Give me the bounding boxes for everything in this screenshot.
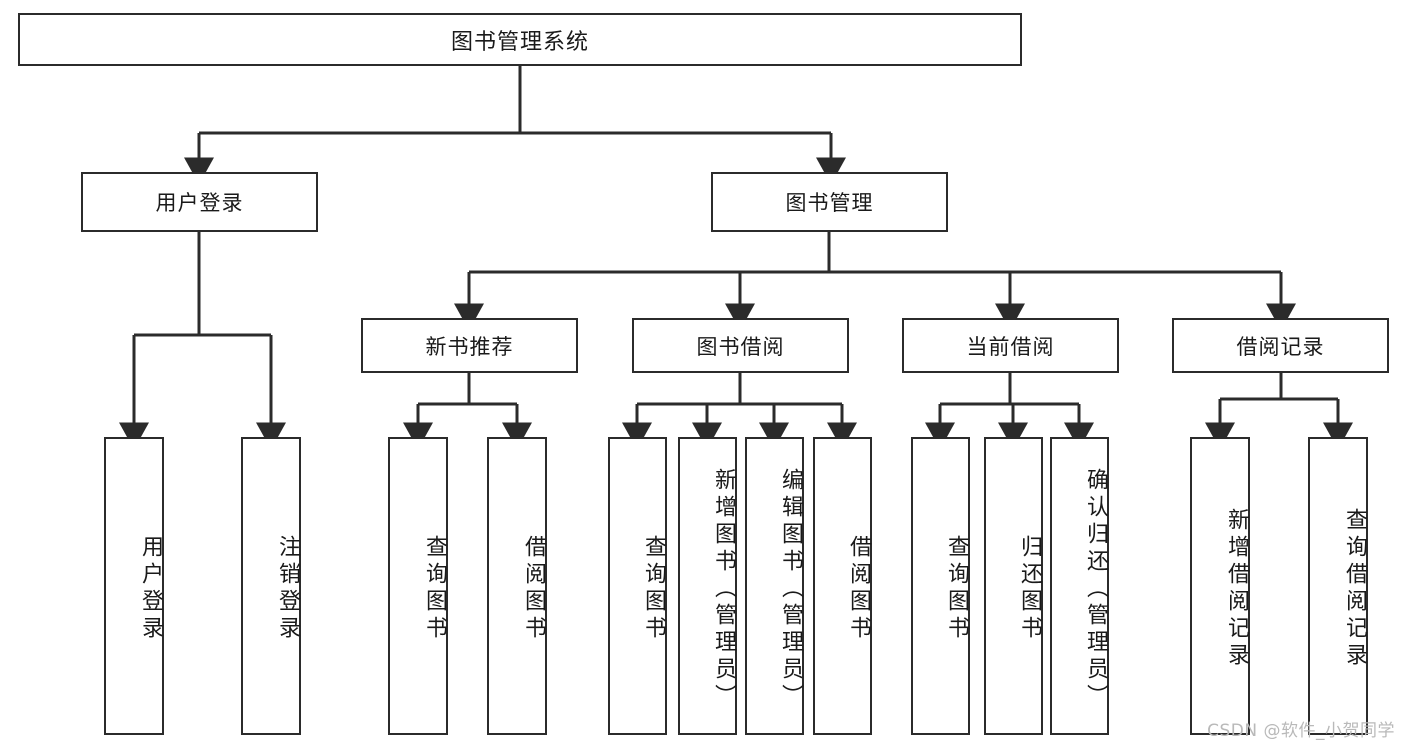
node-leaf-confirm-return[interactable]: 确认归还（管理员） [1050, 437, 1109, 735]
node-leaf-query-book-1[interactable]: 查询图书 [388, 437, 448, 735]
node-book-borrow[interactable]: 图书借阅 [632, 318, 849, 373]
node-current-borrow-label: 当前借阅 [966, 334, 1055, 359]
node-root[interactable]: 图书管理系统 [18, 13, 1022, 66]
node-leaf-user-login[interactable]: 用户登录 [104, 437, 164, 735]
node-leaf-user-logout-label: 注销登录 [275, 535, 300, 643]
node-user-login-label: 用户登录 [155, 191, 244, 215]
node-leaf-query-book-2-label: 查询图书 [641, 535, 666, 643]
node-book-manage-label: 图书管理 [785, 191, 874, 215]
node-leaf-add-borrow-record-label: 新增借阅记录 [1224, 508, 1249, 670]
node-leaf-edit-book[interactable]: 编辑图书（管理员） [745, 437, 804, 735]
watermark-text: CSDN @软件_小贺同学 [1207, 721, 1395, 741]
node-leaf-confirm-return-label: 确认归还（管理员） [1083, 467, 1108, 711]
node-leaf-user-login-label: 用户登录 [138, 535, 163, 643]
node-user-login[interactable]: 用户登录 [81, 172, 318, 232]
node-leaf-query-book-3[interactable]: 查询图书 [911, 437, 970, 735]
node-leaf-return-book-label: 归还图书 [1017, 535, 1042, 643]
node-leaf-add-book[interactable]: 新增图书（管理员） [678, 437, 737, 735]
node-new-book-recommend[interactable]: 新书推荐 [361, 318, 578, 373]
node-new-book-recommend-label: 新书推荐 [425, 334, 514, 359]
node-borrow-record-label: 借阅记录 [1236, 334, 1325, 359]
node-leaf-return-book[interactable]: 归还图书 [984, 437, 1043, 735]
node-leaf-borrow-book-2-label: 借阅图书 [846, 535, 871, 643]
node-leaf-query-book-2[interactable]: 查询图书 [608, 437, 667, 735]
node-leaf-borrow-book-2[interactable]: 借阅图书 [813, 437, 872, 735]
node-leaf-query-borrow-record-label: 查询借阅记录 [1342, 508, 1367, 670]
node-leaf-query-book-1-label: 查询图书 [422, 535, 447, 643]
node-leaf-add-book-label: 新增图书（管理员） [711, 467, 736, 711]
node-leaf-add-borrow-record[interactable]: 新增借阅记录 [1190, 437, 1250, 735]
node-leaf-borrow-book-1-label: 借阅图书 [521, 535, 546, 643]
node-leaf-user-logout[interactable]: 注销登录 [241, 437, 301, 735]
node-borrow-record[interactable]: 借阅记录 [1172, 318, 1389, 373]
node-book-borrow-label: 图书借阅 [696, 334, 785, 359]
node-current-borrow[interactable]: 当前借阅 [902, 318, 1119, 373]
node-root-label: 图书管理系统 [450, 29, 589, 55]
node-book-manage[interactable]: 图书管理 [711, 172, 948, 232]
node-leaf-edit-book-label: 编辑图书（管理员） [778, 467, 803, 711]
node-leaf-query-borrow-record[interactable]: 查询借阅记录 [1308, 437, 1368, 735]
node-leaf-query-book-3-label: 查询图书 [944, 535, 969, 643]
node-leaf-borrow-book-1[interactable]: 借阅图书 [487, 437, 547, 735]
